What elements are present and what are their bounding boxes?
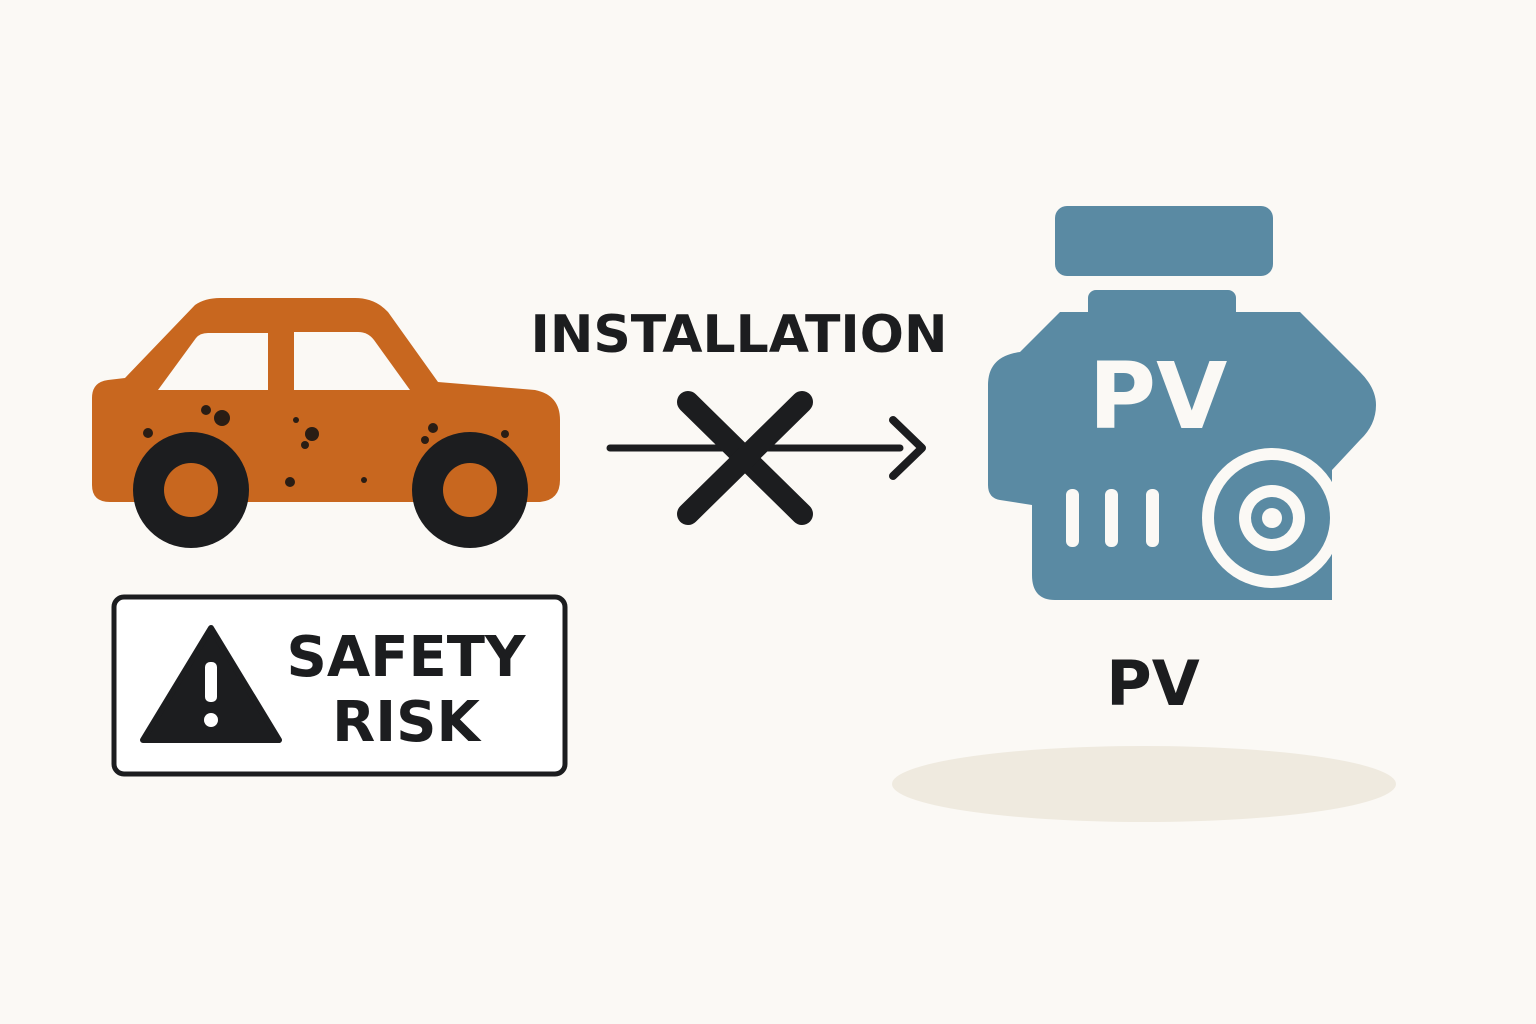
car-window-front <box>158 333 268 390</box>
installation-label: INSTALLATION <box>530 305 947 365</box>
device-caption: PV <box>1106 647 1199 720</box>
engine-icon: PV <box>988 206 1376 600</box>
device-body-text: PV <box>1089 343 1228 450</box>
rusty-car-icon <box>92 298 560 548</box>
installation-connector: INSTALLATION <box>530 305 948 525</box>
safety-risk-sign: SAFETY RISK <box>111 594 568 777</box>
car-wheel-front <box>133 432 249 548</box>
safety-label: SAFETY <box>287 625 527 690</box>
ground-shadow <box>892 746 1396 822</box>
cross-icon <box>677 391 813 525</box>
risk-label: RISK <box>332 690 482 755</box>
pv-device: PV PV <box>892 206 1396 822</box>
warning-triangle-icon <box>140 625 282 743</box>
car-wheel-rear <box>412 432 528 548</box>
car-window-rear <box>294 332 410 390</box>
pulley-icon <box>1202 448 1342 588</box>
vent-slots <box>1066 489 1159 547</box>
rust-spots <box>143 405 509 487</box>
